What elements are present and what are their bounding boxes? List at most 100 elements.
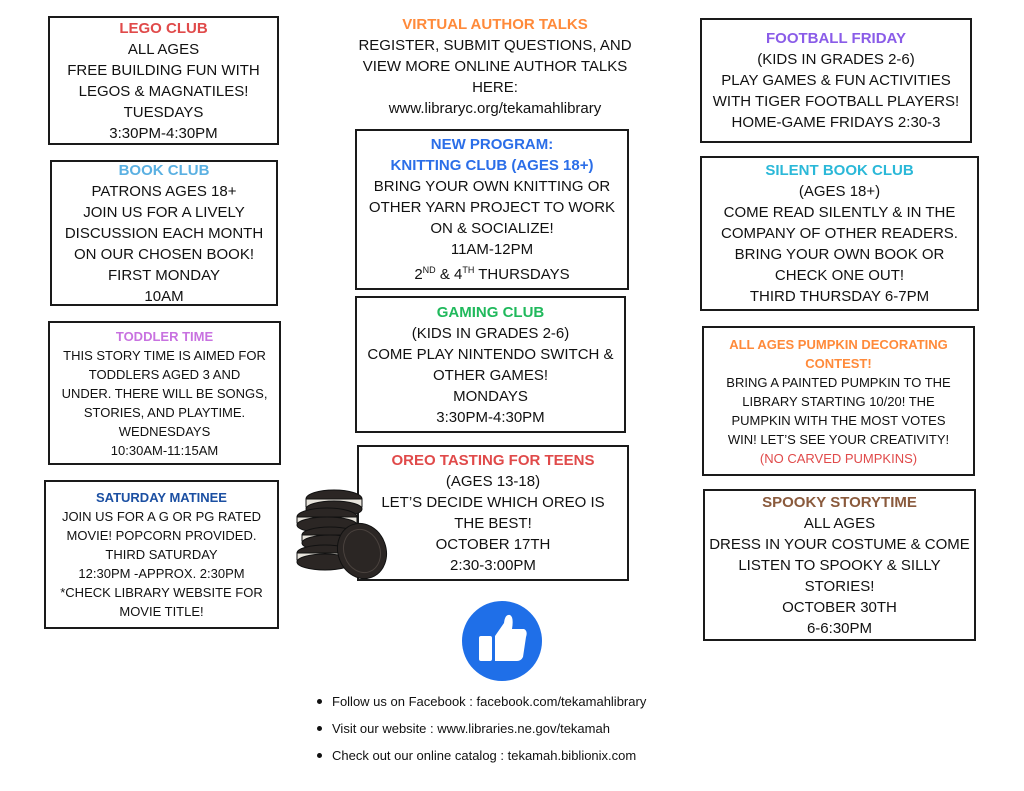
box-text-line: PUMPKIN WITH THE MOST VOTES (731, 412, 946, 428)
box-text-line: OCTOBER 17TH (435, 536, 551, 553)
virtual-author-talks: VIRTUAL AUTHOR TALKS REGISTER, SUBMIT QUE… (345, 12, 645, 120)
box-text-line: TODDLERS AGED 3 AND (88, 366, 241, 382)
box-text-line: PATRONS AGES 18+ (91, 182, 237, 200)
pumpkin-contest-box: ALL AGES PUMPKIN DECORATING CONTEST! BRING… (702, 326, 975, 476)
box-title: LEGO CLUB (119, 19, 208, 37)
box-text-line: 3:30PM-4:30PM (109, 124, 218, 142)
box-text-line: THIRD SATURDAY (105, 547, 218, 562)
box-text-line: LET’S DECIDE WHICH OREO IS (381, 494, 605, 511)
box-text-line: PLAY GAMES & FUN ACTIVITIES (721, 72, 951, 89)
box-text-line: VIEW MORE ONLINE AUTHOR TALKS (362, 57, 628, 75)
note-line: (NO CARVED PUMPKINS) (759, 450, 918, 466)
lego-club-box: LEGO CLUB ALL AGES FREE BUILDING FUN WITH L… (48, 16, 279, 145)
oreo-cookies-image (296, 489, 388, 580)
box-text-line: 12:30PM -APPROX. 2:30PM (78, 566, 245, 581)
box-text-line: 11AM-12PM (450, 241, 534, 258)
box-text-line: OCTOBER 30TH (782, 598, 897, 616)
box-text-line: OTHER GAMES! (432, 366, 548, 384)
schedule-part: TH (462, 265, 475, 275)
box-text-line: HOME-GAME FRIDAYS 2:30-3 (731, 114, 941, 131)
knitting-club-box: NEW PROGRAM: KNITTING CLUB (AGES 18+) BRIN… (355, 129, 629, 290)
facebook-link[interactable]: Follow us on Facebook : facebook.com/tek… (315, 688, 646, 715)
box-text-line: LEGOS & MAGNATILES! (78, 82, 249, 100)
box-text-line: 3:30PM-4:30PM (436, 408, 545, 426)
box-text-line: FREE BUILDING FUN WITH (67, 61, 260, 79)
box-text-line: 2:30-3:00PM (450, 557, 536, 574)
box-text-line: LISTEN TO SPOOKY & SILLY (738, 556, 941, 574)
box-text-line: FIRST MONDAY (108, 266, 220, 284)
box-title-line-2: CONTEST! (805, 355, 872, 371)
box-text-line: THE BEST! (454, 515, 532, 532)
box-text-line: (AGES 18+) (798, 183, 881, 200)
box-text-line: ON & SOCIALIZE! (430, 220, 554, 237)
box-text-line: COME PLAY NINTENDO SWITCH & (367, 345, 614, 363)
silent-book-club-box: SILENT BOOK CLUB (AGES 18+) COME READ SILE… (700, 156, 979, 311)
box-text-line: DRESS IN YOUR COSTUME & COME (709, 535, 970, 553)
contact-links: Follow us on Facebook : facebook.com/tek… (315, 688, 646, 769)
saturday-matinee-box: SATURDAY MATINEE JOIN US FOR A G OR PG RA… (44, 480, 279, 629)
box-text-line: ALL AGES (127, 40, 200, 58)
box-text-line: JOIN US FOR A LIVELY (83, 203, 245, 221)
box-title: FOOTBALL FRIDAY (765, 30, 906, 47)
box-title: SATURDAY MATINEE (96, 490, 227, 505)
website-link[interactable]: Visit our website : www.libraries.ne.gov… (315, 715, 646, 742)
schedule-line: 2ND & 4TH THURSDAYS (357, 260, 627, 285)
box-text-line: *CHECK LIBRARY WEBSITE FOR (60, 585, 263, 600)
schedule-part: THURSDAYS (474, 266, 570, 283)
box-text-line: TUESDAYS (123, 103, 204, 121)
box-text-line: LIBRARY STARTING 10/20! THE (742, 393, 935, 409)
facebook-like-icon (462, 601, 542, 681)
toddler-time-box: TODDLER TIME THIS STORY TIME IS AIMED FOR… (48, 321, 281, 465)
box-text-line: MOVIE TITLE! (119, 604, 204, 619)
box-text-line: CHECK ONE OUT! (774, 267, 905, 284)
box-title: BOOK CLUB (118, 161, 210, 179)
box-text-line: THIS STORY TIME IS AIMED FOR (63, 347, 266, 363)
box-text-line: REGISTER, SUBMIT QUESTIONS, AND (358, 36, 632, 54)
box-text-line: (KIDS IN GRADES 2-6) (757, 51, 915, 68)
box-text-line: 10:30AM-11:15AM (110, 442, 219, 458)
box-text-line: www.libraryc.org/tekamahlibrary (388, 99, 602, 117)
box-text-line: OTHER YARN PROJECT TO WORK (368, 199, 616, 216)
box-text-line: ALL AGES (803, 514, 876, 532)
box-text-line: MOVIE! POPCORN PROVIDED. (66, 528, 257, 543)
box-title-line-2: KNITTING CLUB (AGES 18+) (390, 157, 594, 174)
box-text-line: ON OUR CHOSEN BOOK! (73, 245, 255, 263)
schedule-part: & 4 (435, 266, 463, 283)
spooky-storytime-box: SPOOKY STORYTIME ALL AGES DRESS IN YOUR CO… (703, 489, 976, 641)
box-text-line: UNDER. THERE WILL BE SONGS, (61, 385, 268, 401)
box-title: ALL AGES PUMPKIN DECORATING (729, 336, 948, 352)
gaming-club-box: GAMING CLUB (KIDS IN GRADES 2-6) COME PLAY… (355, 296, 626, 433)
box-text-line: DISCUSSION EACH MONTH (64, 224, 264, 242)
box-text-line: BRING A PAINTED PUMPKIN TO THE (726, 374, 951, 390)
box-text-line: STORIES! (804, 577, 875, 595)
box-title: GAMING CLUB (436, 303, 545, 321)
box-text-line: JOIN US FOR A G OR PG RATED (61, 509, 262, 524)
box-text-line: BRING YOUR OWN BOOK OR (734, 246, 945, 263)
box-text-line: WIN! LET’S SEE YOUR CREATIVITY! (727, 431, 950, 447)
football-friday-box: FOOTBALL FRIDAY (KIDS IN GRADES 2-6) PLAY … (700, 18, 972, 143)
schedule-part: 2 (414, 266, 423, 283)
box-title: TODDLER TIME (115, 328, 214, 344)
box-text-line: (KIDS IN GRADES 2-6) (411, 324, 570, 342)
box-text-line: 10AM (144, 287, 184, 305)
box-text-line: COMPANY OF OTHER READERS. (721, 225, 958, 242)
book-club-box: BOOK CLUB PATRONS AGES 18+ JOIN US FOR A L… (50, 160, 278, 306)
box-text-line: 6-6:30PM (806, 619, 873, 637)
catalog-link[interactable]: Check out our online catalog : tekamah.b… (315, 742, 646, 769)
box-text-line: THIRD THURSDAY 6-7PM (749, 288, 930, 305)
box-title: SILENT BOOK CLUB (765, 162, 914, 179)
box-text-line: HERE: (472, 78, 518, 96)
box-text-line: (AGES 13-18) (445, 473, 541, 490)
box-title: OREO TASTING FOR TEENS (391, 452, 595, 469)
box-text-line: WITH TIGER FOOTBALL PLAYERS! (712, 93, 960, 110)
box-title: VIRTUAL AUTHOR TALKS (402, 15, 588, 33)
box-text-line: WEDNESDAYS (118, 423, 211, 439)
box-text-line: COME READ SILENTLY & IN THE (723, 204, 956, 221)
oreo-tasting-box: OREO TASTING FOR TEENS (AGES 13-18) LET’S … (357, 445, 629, 581)
box-text-line: MONDAYS (453, 387, 528, 405)
box-title: NEW PROGRAM: (430, 136, 554, 153)
schedule-part: ND (422, 265, 436, 275)
box-title: SPOOKY STORYTIME (762, 493, 917, 511)
box-text-line: STORIES, AND PLAYTIME. (83, 404, 246, 420)
box-text-line: BRING YOUR OWN KNITTING OR (373, 178, 611, 195)
